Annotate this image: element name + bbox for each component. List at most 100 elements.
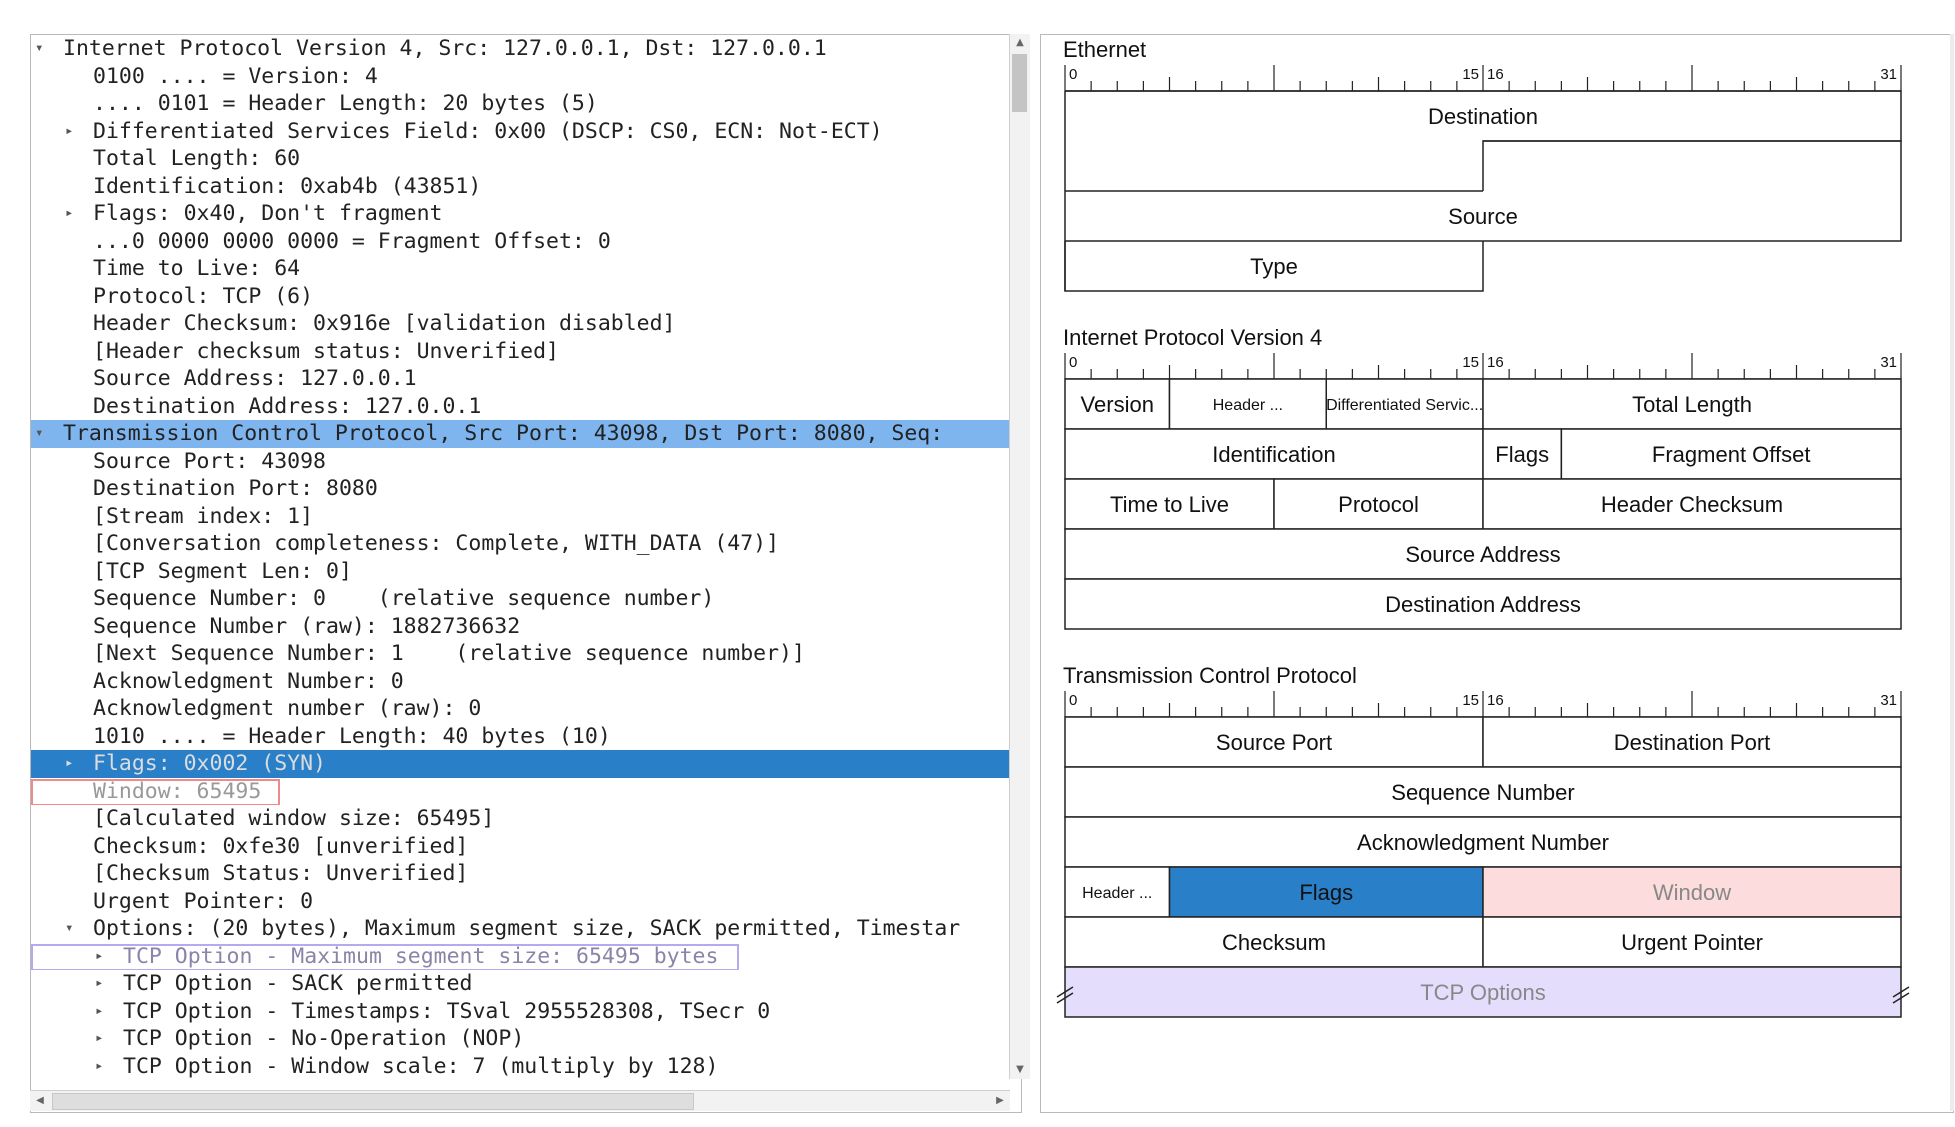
tree-row[interactable]: Sequence Number (raw): 1882736632 [31, 613, 1013, 641]
collapsed-arrow-icon[interactable]: ▸ [95, 1002, 104, 1019]
ruler-label-end: 31 [1880, 692, 1897, 709]
tree-row-label: Differentiated Services Field: 0x00 (DSC… [93, 118, 883, 144]
field-box [1325, 378, 1484, 430]
tree-vertical-scrollbar[interactable]: ▲ ▼ [1009, 34, 1030, 1079]
collapsed-arrow-icon[interactable]: ▸ [65, 755, 74, 771]
scroll-right-icon[interactable]: ▶ [996, 1095, 1004, 1106]
field-box [1064, 966, 1902, 1018]
tree-row[interactable]: Urgent Pointer: 0 [31, 888, 1013, 916]
tree-row[interactable]: [Calculated window size: 65495] [31, 805, 1013, 833]
tree-row-label: Sequence Number: 0 (relative sequence nu… [93, 586, 715, 611]
tree-row[interactable]: [Stream index: 1] [31, 503, 1013, 531]
expanded-arrow-icon[interactable]: ▾ [65, 920, 74, 936]
tree-row[interactable]: ▾Transmission Control Protocol, Src Port… [31, 420, 1013, 448]
field-label: Protocol [1338, 492, 1419, 517]
tree-row[interactable]: [Header checksum status: Unverified] [31, 338, 1013, 366]
field-box [1560, 428, 1902, 480]
collapsed-arrow-icon[interactable]: ▸ [65, 122, 74, 139]
tree-row[interactable]: 1010 .... = Header Length: 40 bytes (10) [31, 723, 1013, 751]
tree-row[interactable]: Time to Live: 64 [31, 255, 1013, 283]
tree-row-label: Acknowledgment number (raw): 0 [93, 696, 482, 721]
collapsed-arrow-icon[interactable]: ▸ [95, 1030, 104, 1046]
field-box [1064, 578, 1902, 630]
collapsed-arrow-icon[interactable]: ▸ [95, 1057, 104, 1074]
tree-row[interactable]: .... 0101 = Header Length: 20 bytes (5) [31, 90, 1013, 118]
scroll-left-icon[interactable]: ◀ [36, 1095, 44, 1106]
ruler-label-16: 16 [1487, 66, 1504, 83]
section-title: Internet Protocol Version 4 [1063, 325, 1322, 350]
scroll-down-icon[interactable]: ▼ [1016, 1064, 1024, 1075]
tree-row[interactable]: ...0 0000 0000 0000 = Fragment Offset: 0 [31, 228, 1013, 256]
field-label: Type [1250, 254, 1298, 279]
tree-row[interactable]: ▸TCP Option - SACK permitted [31, 970, 1013, 998]
field-box [1482, 428, 1563, 480]
tree-horizontal-scrollbar[interactable]: ◀ ▶ [30, 1090, 1010, 1111]
tree-row-label: Acknowledgment Number: 0 [93, 668, 404, 694]
field-label: Acknowledgment Number [1357, 830, 1609, 855]
section-title: Ethernet [1063, 37, 1146, 62]
tree-row[interactable]: Source Address: 127.0.0.1 [31, 365, 1013, 393]
tree-row[interactable]: Source Port: 43098 [31, 448, 1013, 476]
tree-row[interactable]: Acknowledgment number (raw): 0 [31, 695, 1013, 723]
field-label: Destination [1428, 104, 1538, 129]
tree-row[interactable]: ▸Flags: 0x002 (SYN) [31, 750, 1013, 778]
tree-row-label: Time to Live: 64 [93, 256, 301, 281]
ruler-label-start: 0 [1069, 354, 1077, 371]
collapsed-arrow-icon[interactable]: ▸ [95, 975, 104, 991]
ruler-label-15: 15 [1462, 66, 1479, 83]
ruler-label-start: 0 [1069, 692, 1077, 709]
field-label: Sequence Number [1391, 780, 1574, 805]
tree-row[interactable]: 0100 .... = Version: 4 [31, 63, 1013, 91]
tree-row[interactable]: ▸ TCP Option - Timestamps: TSval 29555283… [31, 998, 1013, 1026]
expanded-arrow-icon[interactable]: ▾ [35, 425, 44, 441]
tree-row-label: Source Address: 127.0.0.1 [93, 366, 417, 391]
expanded-arrow-icon[interactable]: ▾ [35, 40, 44, 56]
field-label: Window [1653, 880, 1731, 905]
diagram-scrollbar[interactable] [1950, 34, 1954, 1111]
tree-row[interactable]: ▸TCP Option - Window scale: 7 (multiply … [31, 1053, 1013, 1081]
tree-row-label: Header Checksum: 0x916e [validation disa… [93, 311, 676, 336]
scroll-thumb[interactable] [1012, 54, 1027, 112]
tree-row[interactable]: Identification: 0xab4b (43851) [31, 173, 1013, 201]
ruler-label-16: 16 [1487, 692, 1504, 709]
scroll-up-icon[interactable]: ▲ [1016, 37, 1024, 48]
field-label: TCP Options [1420, 980, 1546, 1005]
tree-row-label: Urgent Pointer: 0 [93, 888, 314, 914]
tree-row[interactable]: ▾ Options: (20 bytes), Maximum segment si… [31, 915, 1013, 943]
tree-row[interactable]: Window: 65495 [31, 778, 1013, 805]
tree-row[interactable]: [Checksum Status: Unverified] [31, 860, 1013, 888]
tree-row[interactable]: [Next Sequence Number: 1 (relative seque… [31, 640, 1013, 668]
tree-row[interactable]: ▸ TCP Option - No-Operation (NOP) [31, 1025, 1013, 1053]
tree-row-label: TCP Option - Timestamps: TSval 295552830… [123, 998, 771, 1024]
tree-row[interactable]: Acknowledgment Number: 0 [31, 668, 1013, 696]
tree-row-label: Sequence Number (raw): 1882736632 [93, 613, 521, 639]
tree-row[interactable]: Total Length: 60 [31, 145, 1013, 173]
horizontal-scroll-thumb[interactable] [52, 1093, 694, 1110]
field-label: Total Length [1632, 392, 1752, 417]
collapsed-arrow-icon[interactable]: ▸ [95, 947, 104, 964]
tree-row[interactable]: ▾Internet Protocol Version 4, Src: 127.0… [31, 35, 1013, 63]
field-border [1064, 241, 1484, 292]
tree-row[interactable]: Destination Port: 8080 [31, 475, 1013, 503]
tree-row[interactable]: ▸ Differentiated Services Field: 0x00 (DS… [31, 118, 1013, 146]
field-label: Differentiated Servic... [1326, 397, 1483, 414]
tree-row-label: Options: (20 bytes), Maximum segment siz… [93, 916, 961, 941]
ruler-label-16: 16 [1487, 354, 1504, 371]
tree-row[interactable]: [Conversation completeness: Complete, WI… [31, 530, 1013, 558]
tree-row[interactable]: ▸TCP Option - Maximum segment size: 6549… [31, 943, 1013, 970]
tree-row[interactable]: Destination Address: 127.0.0.1 [31, 393, 1013, 421]
tree-row-label: TCP Option - No-Operation (NOP) [123, 1026, 525, 1051]
field-label: Checksum [1222, 930, 1326, 955]
tree-row[interactable]: Sequence Number: 0 (relative sequence nu… [31, 585, 1013, 613]
tree-row[interactable]: Header Checksum: 0x916e [validation disa… [31, 310, 1013, 338]
tree-row[interactable]: ▸Flags: 0x40, Don't fragment [31, 200, 1013, 228]
ruler-label-end: 31 [1880, 66, 1897, 83]
tree-row[interactable]: Checksum: 0xfe30 [unverified] [31, 833, 1013, 861]
tree-row[interactable]: [TCP Segment Len: 0] [31, 558, 1013, 586]
packet-details-tree[interactable]: ▾Internet Protocol Version 4, Src: 127.0… [30, 34, 1022, 1113]
tree-row[interactable]: Protocol: TCP (6) [31, 283, 1013, 311]
tree-row-label: [Header checksum status: Unverified] [93, 338, 559, 364]
collapsed-arrow-icon[interactable]: ▸ [65, 205, 74, 221]
